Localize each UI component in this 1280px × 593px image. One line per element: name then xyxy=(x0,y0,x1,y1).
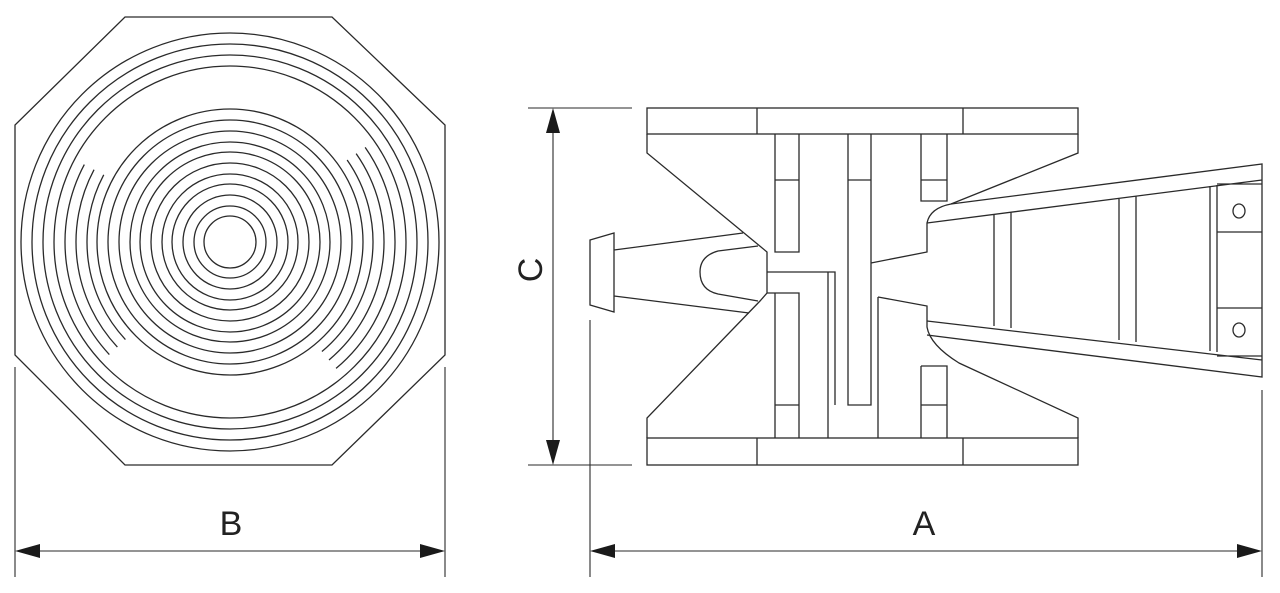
groove-ring xyxy=(203,215,257,269)
center-connector xyxy=(767,271,948,438)
pin-hole xyxy=(1232,322,1246,338)
arrowhead xyxy=(546,440,560,465)
groove-ring xyxy=(129,141,331,343)
groove-arc xyxy=(335,146,396,369)
side-view xyxy=(589,107,1263,466)
dimension-b: B xyxy=(14,367,446,577)
groove-ring xyxy=(193,205,267,279)
arrowhead xyxy=(1237,544,1262,558)
arrowhead xyxy=(590,544,615,558)
groove-ring xyxy=(96,108,364,376)
pin-hole xyxy=(1232,203,1246,219)
bottom-plate xyxy=(646,437,1079,466)
top-plate xyxy=(646,107,1079,135)
dimension-label-c: C xyxy=(512,258,550,283)
groove-ring xyxy=(150,162,310,322)
body-right xyxy=(870,134,1079,438)
octagon-outline xyxy=(14,16,446,466)
groove-ring xyxy=(107,119,353,365)
groove-arc xyxy=(321,159,374,353)
groove-arc xyxy=(86,174,126,340)
groove-arc xyxy=(64,164,110,355)
groove-ring xyxy=(53,65,407,419)
groove-ring xyxy=(42,54,418,430)
groove-ring xyxy=(161,173,299,311)
dimension-label-b: B xyxy=(220,505,243,543)
body-left xyxy=(646,134,768,438)
groove-ring xyxy=(118,130,342,354)
arrowhead xyxy=(546,108,560,133)
arrowhead xyxy=(420,544,445,558)
screw-handle xyxy=(589,232,759,314)
groove-ring xyxy=(171,183,289,301)
lever-arm xyxy=(926,163,1263,378)
groove-ring xyxy=(20,32,440,452)
groove-arc xyxy=(328,153,385,361)
groove-ring xyxy=(182,194,278,290)
groove-ring xyxy=(31,43,429,441)
top-view xyxy=(14,16,446,466)
upper-slots xyxy=(774,134,948,406)
dimension-label-a: A xyxy=(913,505,936,543)
dimension-c: C xyxy=(512,107,632,466)
concentric-grooves xyxy=(20,32,440,452)
groove-ring xyxy=(139,151,321,333)
groove-arc xyxy=(75,169,118,348)
arrowhead xyxy=(15,544,40,558)
dimension-a: A xyxy=(589,320,1263,577)
